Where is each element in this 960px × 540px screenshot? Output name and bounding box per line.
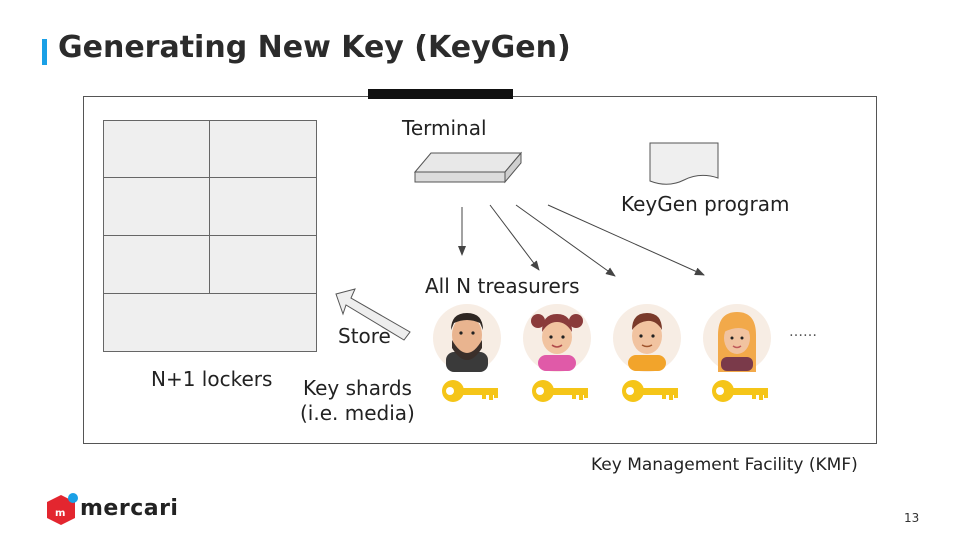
- arrow-to-treasurer-2: [489, 204, 540, 271]
- locker: [103, 120, 210, 178]
- arrow-to-treasurer-3: [515, 204, 616, 277]
- locker: [103, 293, 317, 352]
- store-arrow-icon: [335, 288, 411, 341]
- young-man-avatar-icon: [613, 304, 681, 372]
- document-icon: [649, 142, 719, 185]
- key-icon: [532, 380, 588, 402]
- terminal-icon: [413, 151, 523, 184]
- title-accent-bar: [42, 39, 47, 65]
- keygen-program-label: KeyGen program: [621, 192, 790, 216]
- lockers-label: N+1 lockers: [151, 367, 273, 391]
- key-shards-sublabel: (i.e. media): [300, 401, 415, 425]
- blonde-woman-avatar-icon: [703, 304, 771, 372]
- kmf-label: Key Management Facility (KMF): [591, 455, 858, 475]
- girl-pigtails-avatar-icon: [523, 304, 591, 372]
- key-icon: [442, 380, 498, 402]
- arrow-to-treasurer-4: [547, 204, 705, 276]
- terminal-label: Terminal: [402, 116, 487, 140]
- key-shards-label: Key shards: [303, 376, 412, 400]
- store-label: Store: [338, 324, 391, 348]
- treasurers-label: All N treasurers: [425, 274, 580, 298]
- mercari-logo-text: mercari: [80, 496, 179, 521]
- key-icon: [712, 380, 768, 402]
- bearded-man-avatar-icon: [433, 304, 501, 372]
- frame-top-tab: [368, 89, 513, 99]
- slide-title: Generating New Key (KeyGen): [58, 30, 571, 65]
- distribution-arrows: [458, 204, 705, 277]
- lockers-grid: [103, 120, 317, 352]
- key-icon: [622, 380, 678, 402]
- ellipsis: ……: [789, 324, 817, 340]
- svg-text:m: m: [55, 508, 65, 519]
- mercari-logo-icon: m: [47, 493, 78, 525]
- page-number: 13: [904, 511, 920, 525]
